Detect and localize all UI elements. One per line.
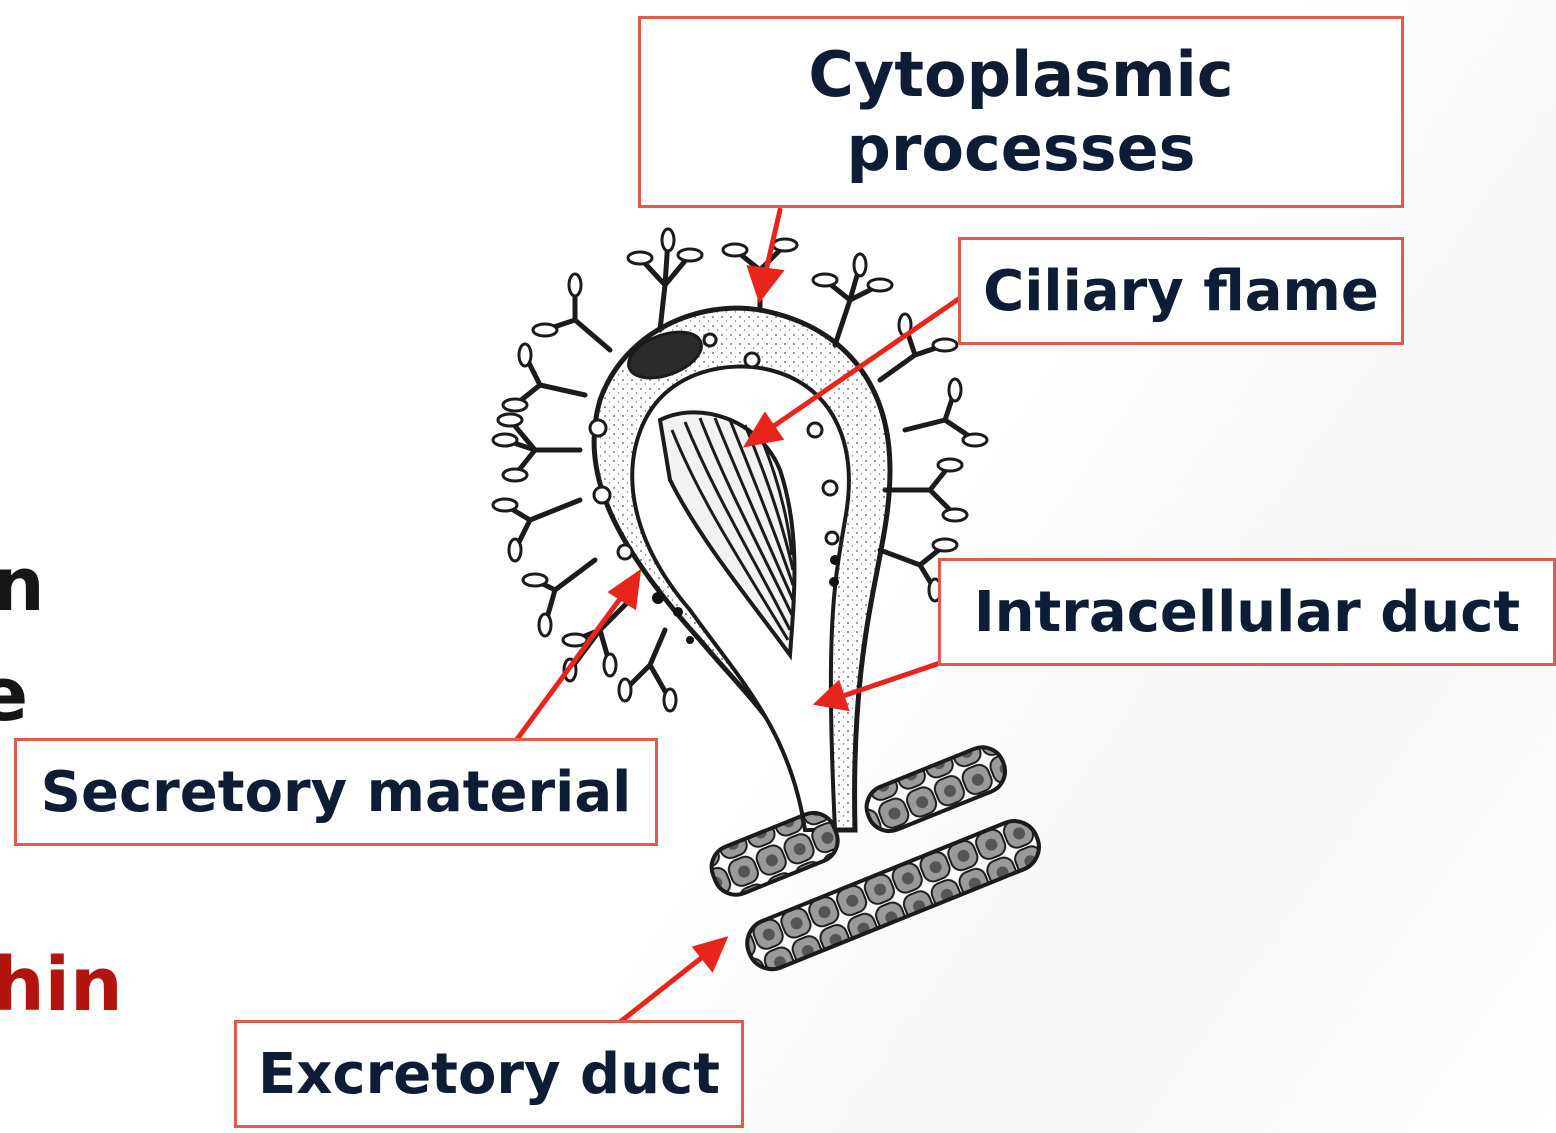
label-cytoplasmic-processes: Cytoplasmic processes bbox=[638, 16, 1404, 208]
label-excretory-duct-text: Excretory duct bbox=[258, 1042, 720, 1107]
label-excretory-duct: Excretory duct bbox=[234, 1020, 744, 1128]
label-ciliary-flame-text: Ciliary flame bbox=[983, 259, 1379, 324]
excretory-duct-drawing bbox=[705, 741, 1046, 977]
label-secretory-material: Secretory material bbox=[14, 738, 658, 846]
label-cytoplasmic-line-2: processes bbox=[846, 112, 1195, 186]
arrow-excretory-duct bbox=[620, 955, 705, 1022]
label-secretory-material-text: Secretory material bbox=[41, 760, 632, 825]
label-intracellular-duct-text: Intracellular duct bbox=[974, 580, 1520, 645]
label-ciliary-flame: Ciliary flame bbox=[958, 237, 1404, 345]
label-cytoplasmic-line-1: Cytoplasmic bbox=[808, 38, 1233, 112]
label-intracellular-duct: Intracellular duct bbox=[938, 558, 1556, 666]
